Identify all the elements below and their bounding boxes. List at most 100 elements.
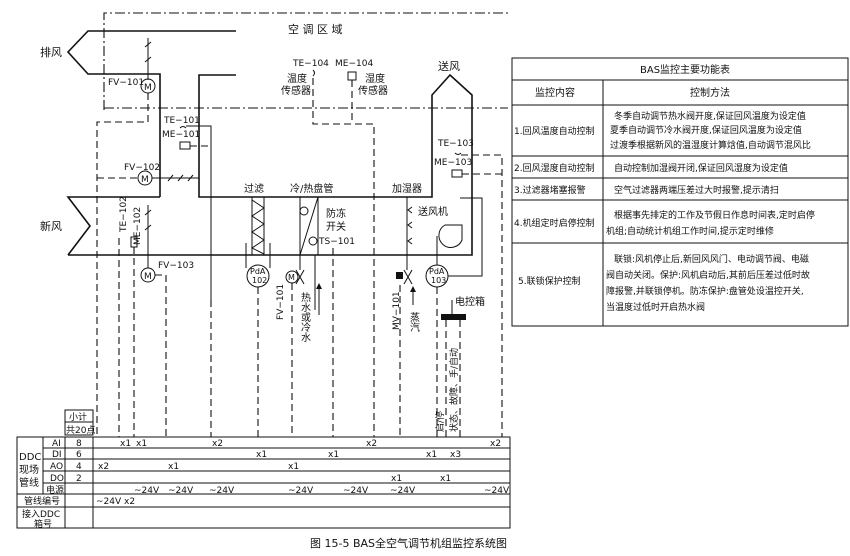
humidifier: 加湿器 MV−101 蒸汽 bbox=[392, 183, 422, 437]
svg-text:AI: AI bbox=[52, 439, 61, 449]
svg-text:现场: 现场 bbox=[19, 463, 39, 476]
svg-text:PdA: PdA bbox=[250, 267, 266, 276]
supply-air-label: 送风 bbox=[438, 59, 460, 73]
svg-text:夏季自动调节冷水阀开度,保证回风温度为设定值: 夏季自动调节冷水阀开度,保证回风温度为设定值 bbox=[610, 124, 802, 136]
te103-tag: TE−103 bbox=[437, 139, 474, 149]
supply-fan: 送风机 PdA 103 bbox=[418, 197, 483, 437]
svg-text:电控箱: 电控箱 bbox=[455, 295, 485, 308]
zone-label: 空 调 区 域 bbox=[288, 22, 343, 36]
valve-icon bbox=[295, 269, 305, 285]
fv101-valve-tag: FV−101 bbox=[276, 284, 286, 320]
svg-text:加湿器: 加湿器 bbox=[392, 183, 422, 195]
svg-text:当温度过低时开启热水阀: 当温度过低时开启热水阀 bbox=[606, 301, 705, 313]
humidity-sensor-icon bbox=[451, 169, 463, 178]
hot-cold-water-label: 热水或冷水 bbox=[299, 291, 311, 342]
svg-text:M: M bbox=[141, 175, 149, 185]
svg-text:自动控制加湿阀开闭,保证回风湿度为设定值: 自动控制加湿阀开闭,保证回风湿度为设定值 bbox=[614, 162, 788, 174]
return-air-sensors: TE−101 ME−101 M FV−102 bbox=[96, 93, 212, 437]
svg-text:DI: DI bbox=[52, 450, 62, 460]
me101-tag: ME−101 bbox=[162, 130, 200, 140]
cooling-heating-coil: 冷/热盘管 防冻 防冻 开关 TS−101 M FV−101 热水或冷水 bbox=[276, 182, 355, 437]
exhaust-air-label: 排风 bbox=[40, 45, 62, 59]
svg-text:x1: x1 bbox=[440, 474, 451, 484]
svg-text:根据事先排定的工作及节假日作息时间表,定时启停: 根据事先排定的工作及节假日作息时间表,定时启停 bbox=[614, 209, 815, 221]
svg-text:联锁:风机停止后,新回风风门、电动调节阀、电磁: 联锁:风机停止后,新回风风门、电动调节阀、电磁 bbox=[614, 253, 809, 265]
svg-text:2.回风湿度自动控制: 2.回风湿度自动控制 bbox=[514, 162, 595, 174]
control-box-icon bbox=[441, 314, 466, 320]
svg-text:监控内容: 监控内容 bbox=[535, 86, 575, 99]
svg-text:DDC: DDC bbox=[19, 452, 41, 463]
svg-text:过渡季根据新风的温湿度计算焓值,自动调节混风比: 过渡季根据新风的温湿度计算焓值,自动调节混风比 bbox=[610, 139, 811, 151]
svg-text:M: M bbox=[288, 273, 295, 282]
svg-text:控制方法: 控制方法 bbox=[690, 86, 730, 99]
fv103-tag: FV−103 bbox=[158, 261, 194, 271]
svg-text:传感器: 传感器 bbox=[281, 84, 311, 97]
function-table: BAS监控主要功能表 监控内容 控制方法 1.回风温度自动控制 冬季自动调节热水… bbox=[511, 57, 849, 327]
svg-text:冬季自动调节热水阀开度,保证回风温度为设定值: 冬季自动调节热水阀开度,保证回风温度为设定值 bbox=[614, 110, 806, 122]
fan-icon bbox=[438, 224, 463, 248]
svg-text:x1: x1 bbox=[120, 439, 131, 449]
svg-text:x3: x3 bbox=[450, 450, 461, 460]
svg-text:送风机: 送风机 bbox=[418, 205, 448, 218]
te102-tag: TE−102 bbox=[119, 196, 129, 233]
svg-text:~24V x2: ~24V x2 bbox=[96, 497, 135, 507]
me103-tag: ME−103 bbox=[434, 158, 472, 168]
svg-text:3.过滤器堵塞报警: 3.过滤器堵塞报警 bbox=[514, 184, 586, 196]
ts101-tag: TS−101 bbox=[318, 237, 355, 247]
svg-text:障报警,并联锁停机。防冻保护:盘管处设温控开关,: 障报警,并联锁停机。防冻保护:盘管处设温控开关, bbox=[606, 285, 804, 297]
te101-tag: TE−101 bbox=[163, 116, 200, 126]
svg-text:箱号: 箱号 bbox=[34, 518, 52, 530]
svg-text:DO: DO bbox=[50, 474, 64, 484]
svg-text:x1: x1 bbox=[288, 462, 299, 472]
svg-text:~24V: ~24V bbox=[484, 486, 510, 496]
svg-text:电源: 电源 bbox=[46, 484, 64, 496]
humidity-sensor-icon bbox=[347, 71, 357, 81]
supply-air-sensors: TE−103 ME−103 bbox=[434, 139, 503, 437]
io-point-table: 小计 共20点 DDC 现场 管线 AI DI AO DO 电源 8 6 4 2… bbox=[16, 409, 511, 530]
svg-text:共20点: 共20点 bbox=[66, 425, 95, 436]
svg-text:x1: x1 bbox=[256, 450, 267, 460]
svg-text:机组;自动统计机组工作时间,提示定时维修: 机组;自动统计机组工作时间,提示定时维修 bbox=[606, 225, 774, 237]
svg-text:6: 6 bbox=[76, 450, 82, 460]
svg-text:冷/热盘管: 冷/热盘管 bbox=[290, 182, 333, 195]
svg-text:M: M bbox=[144, 83, 152, 93]
svg-text:103: 103 bbox=[431, 276, 446, 285]
svg-text:管线编号: 管线编号 bbox=[24, 495, 60, 507]
svg-text:x1: x1 bbox=[328, 450, 339, 460]
svg-text:x2: x2 bbox=[98, 462, 109, 472]
me102-tag: ME−102 bbox=[133, 207, 143, 245]
svg-text:~24V: ~24V bbox=[390, 486, 416, 496]
svg-text:x2: x2 bbox=[212, 439, 223, 449]
control-box: 电控箱 启/停 状态、故障、手/自动 bbox=[434, 295, 485, 437]
svg-text:~24V: ~24V bbox=[288, 486, 314, 496]
te104-tag: TE−104 bbox=[292, 59, 329, 69]
fan-status-label: 状态、故障、手/自动 bbox=[448, 348, 460, 432]
function-table-rows: 1.回风温度自动控制 冬季自动调节热水阀开度,保证回风温度为设定值 夏季自动调节… bbox=[514, 110, 815, 313]
svg-text:4.机组定时启停控制: 4.机组定时启停控制 bbox=[514, 217, 595, 229]
fresh-air-label: 新风 bbox=[40, 219, 62, 233]
svg-text:~24V: ~24V bbox=[209, 486, 235, 496]
mv101-tag: MV−101 bbox=[392, 291, 402, 330]
svg-text:PdA: PdA bbox=[429, 267, 445, 276]
svg-text:5.联锁保护控制: 5.联锁保护控制 bbox=[518, 275, 581, 287]
svg-text:x2: x2 bbox=[490, 439, 501, 449]
svg-text:传感器: 传感器 bbox=[358, 84, 388, 97]
svg-text:管线: 管线 bbox=[19, 476, 39, 489]
damper-icon bbox=[144, 41, 152, 63]
svg-text:x1: x1 bbox=[136, 439, 147, 449]
zone-sensors: TE−104 ME−104 温度 传感器 湿度 传感器 bbox=[281, 59, 388, 437]
svg-text:AO: AO bbox=[50, 462, 63, 472]
ahu-casing: 新风 送风 bbox=[40, 59, 473, 256]
svg-text:x1: x1 bbox=[391, 474, 402, 484]
fresh-air-sensors: TE−102 ME−102 M FV−103 bbox=[118, 196, 212, 437]
svg-text:~24V: ~24V bbox=[343, 486, 369, 496]
svg-text:4: 4 bbox=[76, 462, 82, 472]
fv102-tag: FV−102 bbox=[124, 163, 160, 173]
svg-text:1.回风温度自动控制: 1.回风温度自动控制 bbox=[514, 125, 595, 137]
svg-text:~24V: ~24V bbox=[134, 486, 160, 496]
freeze-switch-label: 防冻 bbox=[326, 207, 346, 220]
humidity-sensor-icon bbox=[179, 141, 191, 150]
svg-text:~24V: ~24V bbox=[168, 486, 194, 496]
filter: 过滤 PdA 102 bbox=[244, 182, 271, 437]
